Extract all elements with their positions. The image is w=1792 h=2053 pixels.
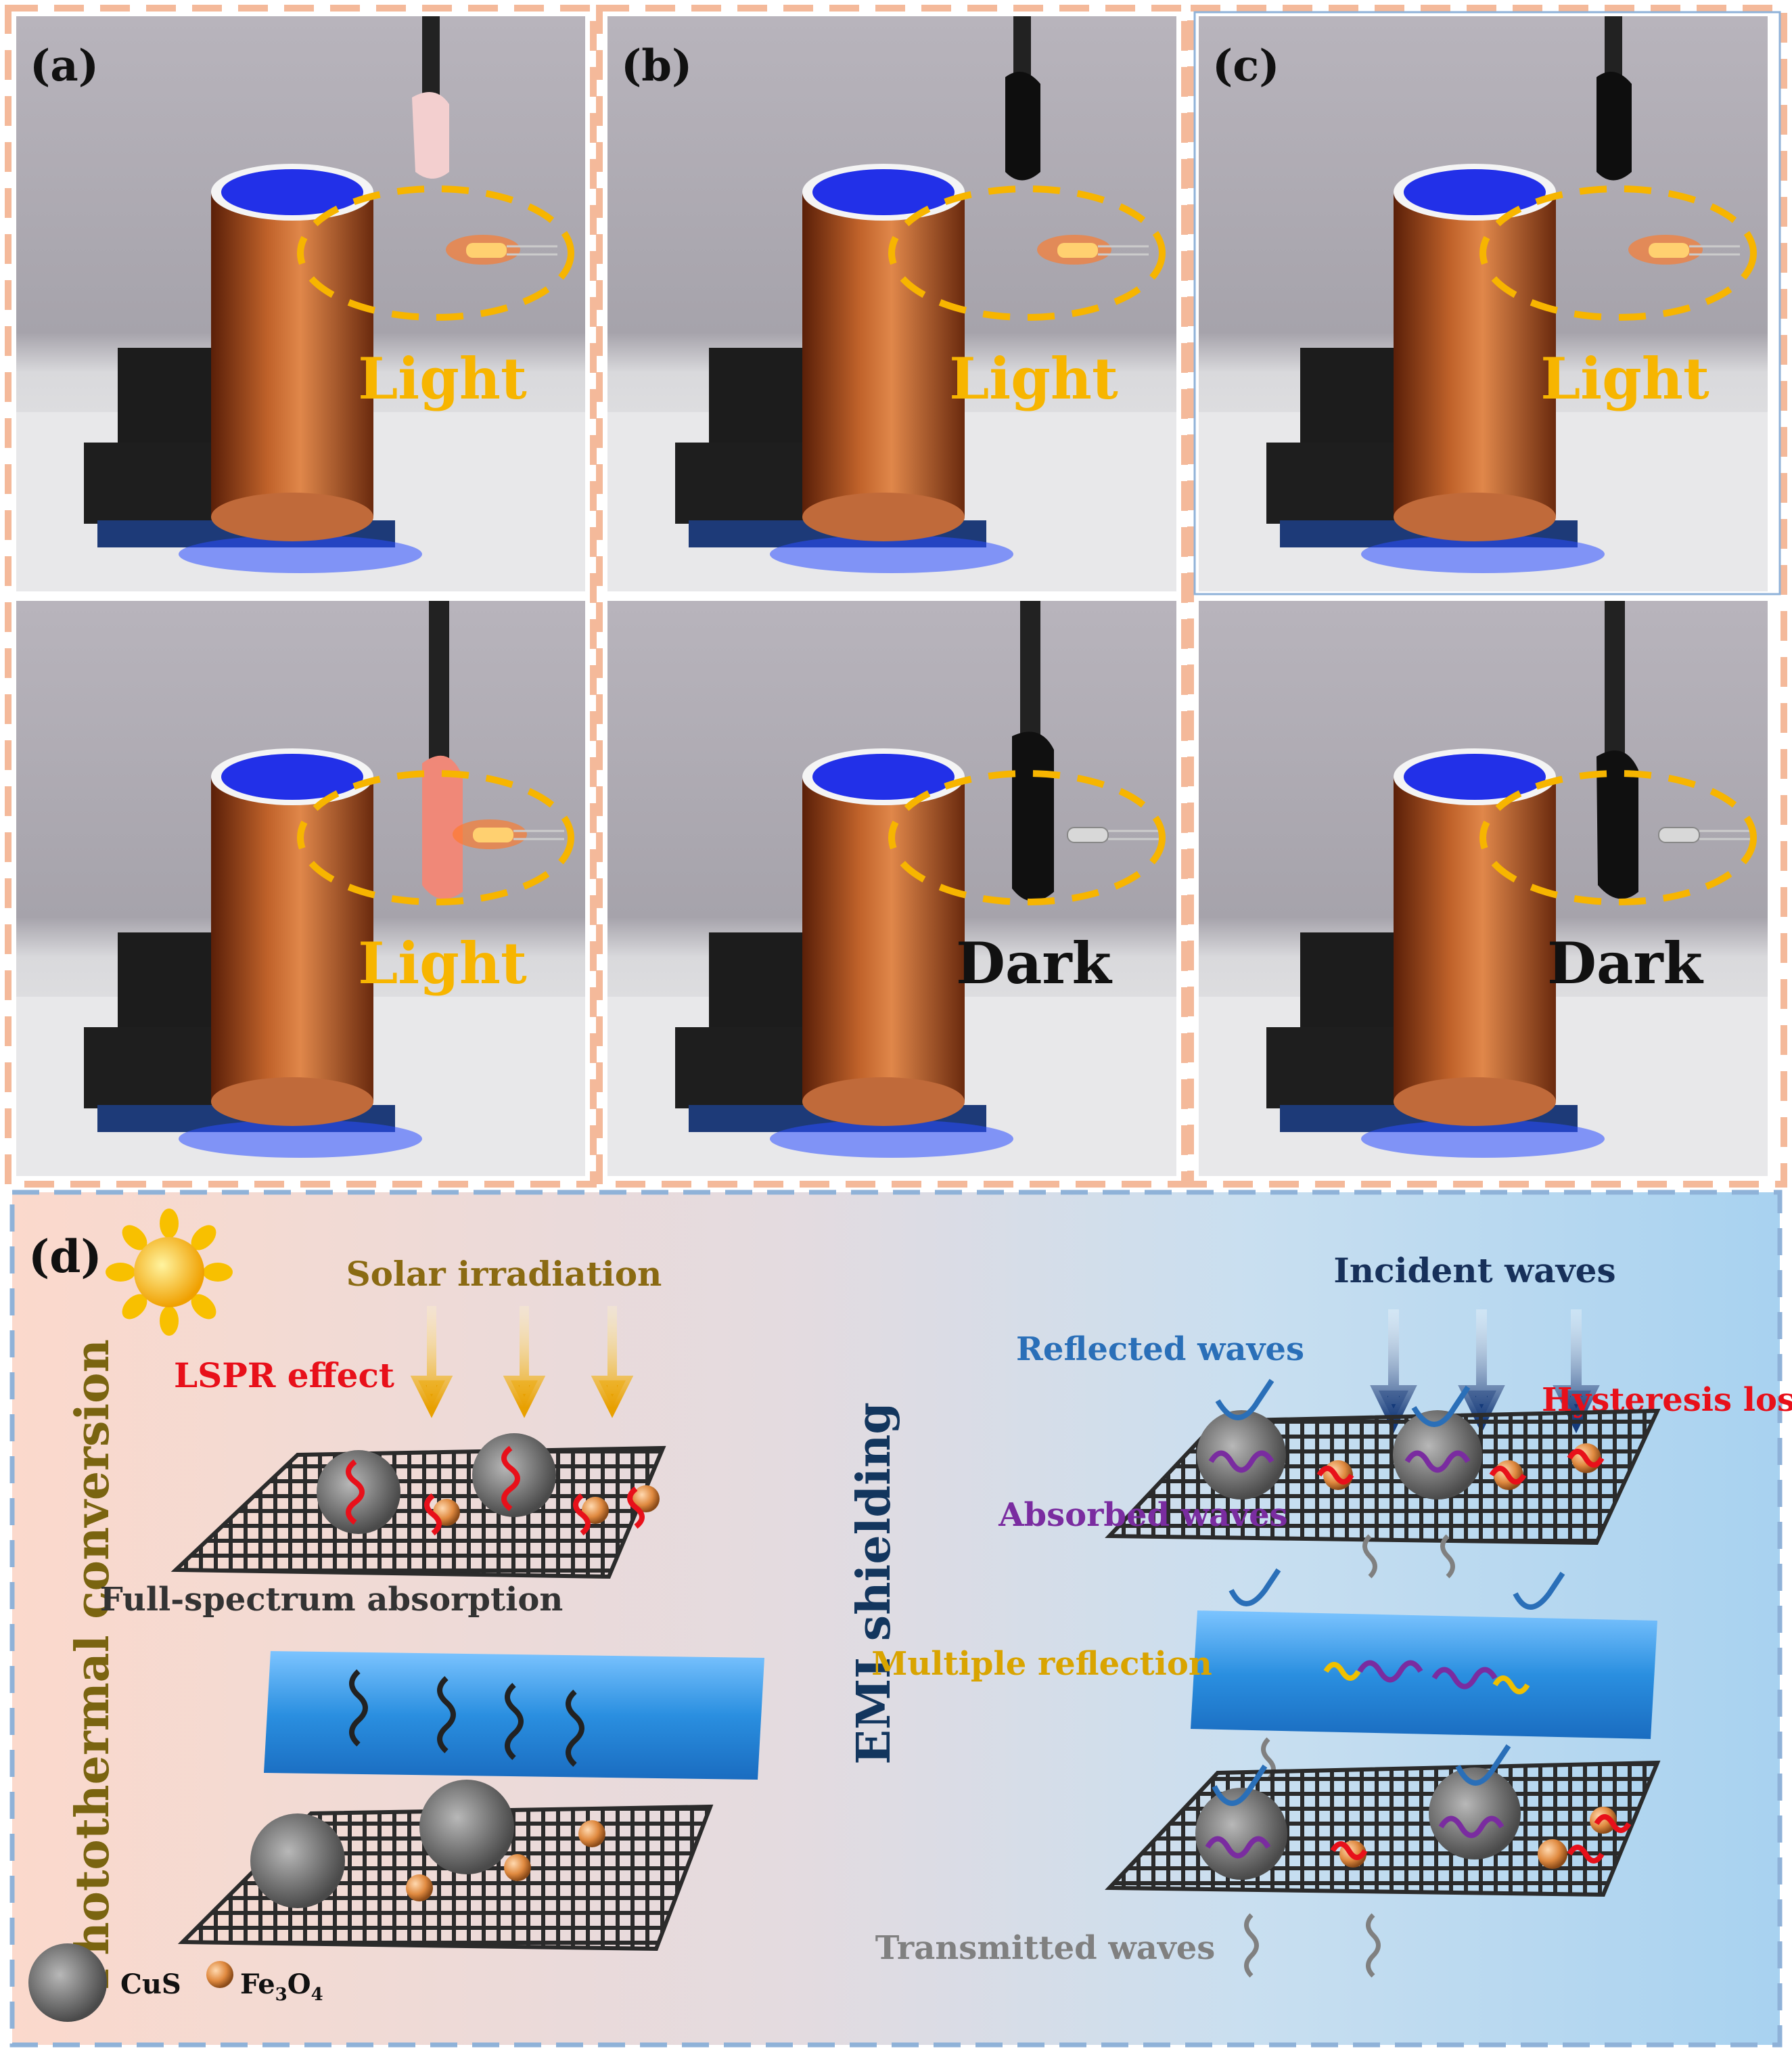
bottom-wave-marks [1205, 1744, 1632, 1864]
sample-holder [1005, 16, 1040, 181]
panel-a-top: (a) Light [16, 16, 585, 591]
highlight-ellipse [297, 770, 574, 905]
panel-letter: (d) [28, 1230, 102, 1283]
state-label: Light [1540, 345, 1709, 412]
fe3o4-particle [406, 1874, 433, 1901]
led-indicator [453, 819, 564, 849]
legend-fe3o4-swatch [206, 1961, 233, 1988]
absorbed-waves-label: Absorbed waves [998, 1496, 1287, 1534]
incident-arrows [1370, 1309, 1600, 1434]
coil-device [675, 164, 1013, 573]
emi-title: EMI shielding [847, 1402, 901, 1765]
led-indicator [446, 235, 557, 265]
panel-d: (d) Photothermal conversion EMI shieldin… [9, 1190, 1792, 2048]
sample-holder [1596, 601, 1638, 899]
lspr-waves [346, 1445, 645, 1536]
state-label: Light [949, 345, 1118, 412]
fe3o4-particle [582, 1497, 609, 1524]
panel-d-frame [9, 1190, 1783, 2048]
led-indicator [1067, 827, 1159, 843]
coil-device [1266, 748, 1605, 1158]
panel-letter: (b) [621, 41, 692, 91]
absorbed-waves [349, 1669, 584, 1767]
foam-layer [1191, 1610, 1657, 1739]
multiple-reflection-label: Multiple reflection [871, 1645, 1212, 1683]
cus-particle [250, 1813, 345, 1908]
cus-particle [1195, 1788, 1287, 1880]
panel-c-top-highlight [1193, 11, 1781, 595]
incident-waves-label: Incident waves [1333, 1250, 1615, 1290]
panel-letter: (c) [1212, 41, 1280, 91]
led-indicator [1658, 827, 1750, 843]
solar-arrows [410, 1306, 634, 1418]
multiple-reflection-marks [1228, 1568, 1565, 1694]
led-indicator [1037, 235, 1149, 265]
fe3o4-particle [578, 1820, 605, 1847]
state-label: Dark [956, 930, 1113, 997]
legend-fe3o4-label: Fe3O4 [240, 1968, 323, 2005]
cus-particle [1197, 1410, 1286, 1499]
transmitted-wave-marks [1244, 1913, 1381, 1978]
panel-b-frame [596, 5, 1188, 1188]
coil-device [84, 164, 422, 573]
led-indicator [1628, 235, 1740, 265]
fe3o4-particle [1538, 1839, 1567, 1869]
lspr-effect-label: LSPR effect [174, 1355, 394, 1395]
sample-holder [412, 16, 449, 179]
reflected-wave-marks [1208, 1378, 1605, 1485]
state-label: Dark [1547, 930, 1704, 997]
sample-holder [1596, 16, 1632, 181]
transmitted-waves-label: Transmitted waves [875, 1929, 1216, 1967]
state-label: Light [358, 345, 527, 412]
fe3o4-particle [504, 1854, 531, 1881]
full-spectrum-label: Full-spectrum absorption [100, 1581, 564, 1619]
cus-particle [419, 1780, 514, 1874]
coil-device [1266, 164, 1605, 573]
highlight-ellipse [1479, 185, 1757, 321]
cus-particle [317, 1450, 400, 1534]
solar-irradiation-label: Solar irradiation [346, 1254, 662, 1294]
sun-icon [106, 1209, 233, 1336]
panel-c-frame [1187, 5, 1787, 1188]
photothermal-title: Photothermal conversion [66, 1339, 120, 1990]
legend-cus-label: CuS [120, 1968, 181, 2000]
fe3o4-particle [1590, 1807, 1617, 1834]
photo-panels: (a) Light [5, 5, 1787, 1188]
panel-a-frame [5, 5, 597, 1188]
cus-particle [1393, 1410, 1482, 1499]
legend-cus-swatch [28, 1943, 107, 2022]
highlight-ellipse [888, 770, 1166, 905]
sample-holder [422, 601, 463, 899]
panel-b-bottom: Dark [607, 601, 1176, 1176]
highlight-ellipse [297, 185, 574, 321]
panel-b-top: (b) Light [607, 16, 1176, 591]
legend: CuS Fe3O4 [28, 1943, 323, 2022]
panel-letter: (a) [30, 41, 99, 91]
fe3o4-particle [633, 1485, 660, 1512]
coil-device [675, 748, 1013, 1158]
panel-c-top: (c) Light [1199, 16, 1768, 591]
panel-a-bottom: Light [16, 601, 585, 1176]
coil-device [84, 748, 422, 1158]
highlight-ellipse [1479, 770, 1757, 905]
cus-particle [1429, 1767, 1521, 1859]
panel-c-bottom: Dark [1199, 601, 1768, 1176]
foam-layer [264, 1651, 764, 1780]
state-label: Light [358, 930, 527, 997]
transmitted-wave-marks [1362, 1534, 1455, 1579]
highlight-ellipse [888, 185, 1166, 321]
reflected-waves-label: Reflected waves [1016, 1330, 1304, 1368]
